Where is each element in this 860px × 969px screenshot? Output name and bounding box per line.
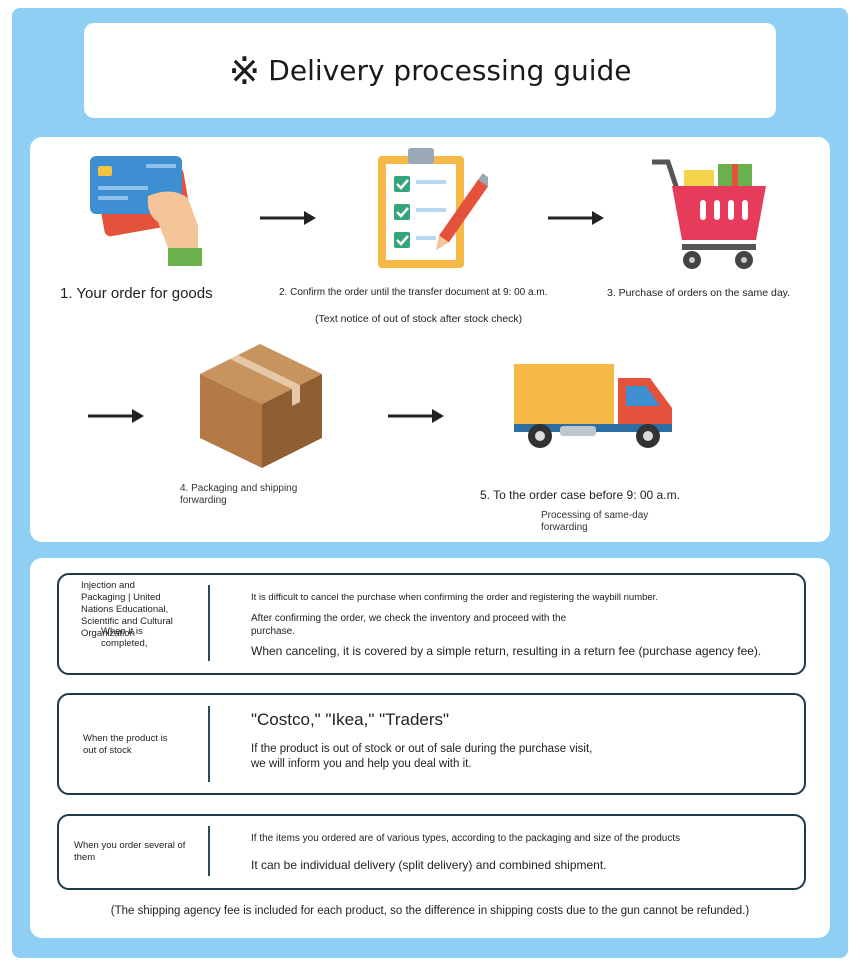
row-1-line-1: It is difficult to cancel the purchase w…	[251, 592, 658, 603]
footer-note: (The shipping agency fee is included for…	[110, 905, 750, 917]
info-row	[57, 814, 806, 890]
page-title: Delivery processing guide	[268, 54, 632, 87]
row-divider	[208, 826, 210, 876]
cardboard-box-icon	[200, 344, 322, 468]
reference-mark-icon: ※	[228, 48, 261, 93]
step-4-label: 4. Packaging and shipping forwarding	[180, 483, 298, 506]
shopping-cart-icon	[652, 159, 766, 269]
title-banner: ※ Delivery processing guide	[84, 23, 776, 118]
step-2-note: (Text notice of out of stock after stock…	[315, 313, 523, 325]
row-3-label: When you order several of them	[74, 840, 186, 863]
delivery-truck-icon	[514, 364, 672, 448]
row-1-label: Injection and Packaging | United Nations…	[81, 580, 173, 639]
step-5-label: 5. To the order case before 9: 00 a.m.	[480, 488, 680, 502]
row-1-line-2: After confirming the order, we check the…	[251, 613, 567, 637]
row-1-line-3: When canceling, it is covered by a simpl…	[251, 644, 762, 658]
row-divider	[208, 706, 210, 782]
step-5-note: Processing of same-day forwarding	[541, 510, 649, 533]
row-3-line-1: If the items you ordered are of various …	[251, 833, 681, 844]
row-2-line-1: If the product is out of stock or out of…	[251, 743, 593, 770]
info-row	[57, 693, 806, 795]
row-2-headline: "Costco," "Ikea," "Traders"	[251, 710, 450, 729]
row-3-line-2: It can be individual delivery (split del…	[251, 858, 607, 872]
step-1-label: 1. Your order for goods	[60, 285, 213, 302]
arrow-right-icon	[388, 409, 444, 423]
row-divider	[208, 585, 210, 661]
row-2-label: When the product is out of stock	[83, 733, 168, 756]
arrow-right-icon	[548, 211, 604, 225]
step-3-label: 3. Purchase of orders on the same day.	[607, 287, 791, 299]
credit-card-icon	[90, 156, 202, 266]
info-row	[57, 573, 806, 675]
arrow-right-icon	[260, 211, 316, 225]
arrow-right-icon	[88, 409, 144, 423]
step-2-label: 2. Confirm the order until the transfer …	[279, 287, 548, 298]
clipboard-checklist-icon	[378, 148, 488, 268]
row-1-label-overlap: When it is completed,	[101, 626, 148, 649]
